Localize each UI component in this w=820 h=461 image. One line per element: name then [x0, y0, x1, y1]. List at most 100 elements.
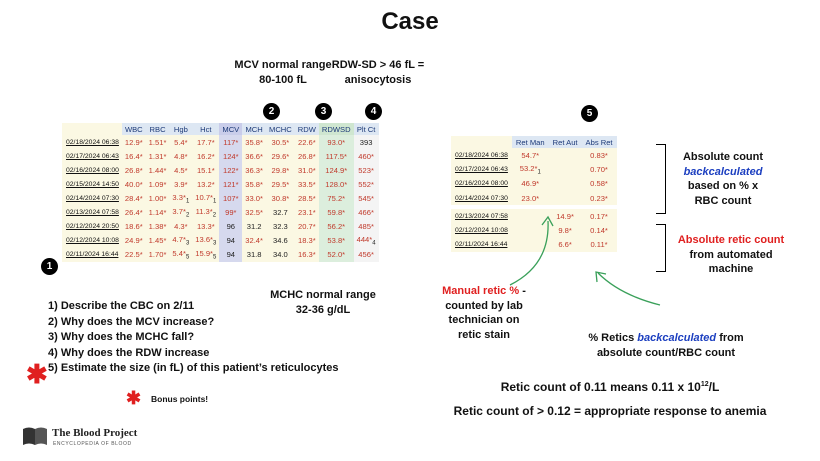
cbc-cell-rbc: 1.00* [148, 193, 167, 203]
cbc-cell-mchc: 34.0 [273, 250, 288, 260]
retic-cell-ret-man: 53.2*1 [519, 163, 541, 176]
cbc-cell-hgb: 5.4*5 [172, 249, 190, 261]
retic-cell-abs-ret: 0.58* [590, 179, 608, 189]
retic-cell-date: 02/12/2024 10:08 [455, 227, 508, 235]
cbc-cell-mcv: 121* [219, 177, 243, 192]
retic-cell-abs-ret: 0.11* [590, 240, 608, 250]
cbc-header-hgb: Hgb [169, 123, 193, 135]
cbc-cell-rdw: 26.8* [297, 151, 316, 161]
cbc-cell-rdw: 33.5* [297, 179, 316, 189]
badge-5: 5 [581, 105, 598, 122]
cbc-cell-plt-ct: 444*4 [353, 233, 379, 248]
bracket-absolute [656, 144, 666, 214]
cbc-cell-date: 02/17/2024 06:43 [66, 152, 119, 160]
cbc-cell-date: 02/15/2024 14:50 [66, 180, 119, 188]
logo [22, 426, 48, 451]
manual-retic-note: Manual retic % - counted by lab technici… [428, 284, 540, 342]
manual-note-line4: retic stain [458, 328, 510, 341]
cbc-cell-hgb: 4.5* [174, 165, 188, 175]
retic-cell-abs-ret: 0.83* [590, 150, 608, 160]
cbc-cell-mchc: 32.7 [273, 208, 288, 218]
cbc-header-rdwsd: RDWSD [318, 123, 354, 135]
cbc-cell-plt-ct: 523* [353, 163, 379, 178]
retic-line1-b: /L [708, 380, 720, 394]
cbc-cell-date: 02/14/2024 07:30 [66, 194, 119, 202]
cbc-cell-wbc: 26.8* [124, 165, 143, 175]
manual-note-dash: - [519, 285, 526, 297]
cbc-cell-hct: 13.3* [196, 222, 215, 232]
cbc-cell-hct: 15.1* [196, 165, 215, 175]
manual-note-line2: counted by lab [445, 299, 523, 312]
cbc-cell-rdwsd: 128.0* [318, 177, 354, 192]
retic-cell-date: 02/11/2024 16:44 [455, 241, 508, 249]
badge-4: 4 [365, 103, 382, 120]
cbc-cell-mcv: 94 [219, 233, 243, 248]
retic-cell-ret-aut: 9.8* [558, 226, 572, 236]
question-2: 2) Why does the MCV increase? [48, 315, 215, 328]
cbc-cell-mchc: 32.3 [273, 222, 288, 232]
cbc-cell-rbc: 1.31* [148, 151, 167, 161]
pct-note-line2: absolute count/RBC count [596, 346, 736, 359]
pct-arrow [597, 272, 661, 306]
mchc-note: MCHC normal range 32-36 g/dL [258, 288, 388, 318]
cbc-cell-hct: 16.2* [196, 151, 215, 161]
retic-cell-ret-man: 23.0* [521, 193, 540, 203]
cbc-header-hct: Hct [192, 123, 220, 135]
pct-note-line1c: from [716, 332, 744, 344]
cbc-cell-hgb: 4.3* [174, 222, 188, 232]
cbc-cell-plt-ct: 456* [353, 247, 379, 262]
retic-cell-abs-ret: 0.70* [590, 164, 608, 174]
cbc-cell-rdw: 23.1* [297, 208, 316, 218]
mcv-note-line1: MCV normal range [234, 59, 332, 71]
cbc-cell-wbc: 40.0* [124, 179, 143, 189]
cbc-cell-rdw: 22.6* [297, 137, 316, 147]
manual-note-line1: Manual retic % [442, 285, 520, 297]
pct-note-line1a: % Retics [588, 332, 638, 344]
cbc-cell-plt-ct: 485* [353, 219, 379, 234]
cbc-cell-mch: 36.6* [245, 151, 263, 161]
cbc-cell-wbc: 28.4* [124, 193, 143, 203]
retic-cell-date: 02/18/2024 06:38 [455, 151, 508, 159]
cbc-header-mcv: MCV [219, 123, 243, 135]
star-icon: ✱ [26, 359, 48, 389]
cbc-cell-hgb: 4.8* [174, 151, 188, 161]
cbc-cell-mcv: 94 [219, 247, 243, 262]
retic-header-date [451, 136, 512, 148]
cbc-cell-mch: 31.2 [246, 222, 262, 232]
cbc-cell-mchc: 30.5* [271, 137, 290, 147]
cbc-cell-hct: 10.7*1 [195, 192, 217, 205]
retic-cell-ret-aut: 14.9* [556, 211, 574, 221]
absolute-count-note: Absolute count backcalculated based on %… [668, 150, 778, 208]
bracket-automated [656, 224, 666, 272]
cbc-cell-rdwsd: 53.8* [318, 233, 354, 248]
cbc-cell-date: 02/11/2024 16:44 [66, 251, 119, 259]
retic-header-ret-aut: Ret Aut [548, 136, 582, 148]
rdw-note: RDW-SD > 46 fL = anisocytosis [328, 58, 428, 88]
page-title: Case [381, 8, 439, 35]
abs-note-line4: RBC count [694, 194, 752, 207]
bonus-label: Bonus points! [151, 394, 209, 404]
rdw-note-line2: anisocytosis [344, 74, 412, 86]
logo-tagline: ENCYCLOPEDIA OF BLOOD [53, 441, 132, 447]
cbc-cell-mchc: 34.6 [273, 236, 288, 246]
question-1: 1) Describe the CBC on 2/11 [48, 300, 195, 312]
cbc-cell-mch: 33.0* [245, 193, 263, 203]
cbc-cell-rdwsd: 117.5* [318, 149, 354, 164]
cbc-cell-mchc: 29.6* [271, 151, 290, 161]
cbc-cell-wbc: 26.4* [124, 208, 143, 218]
cbc-cell-hgb: 3.9* [174, 179, 188, 189]
retic-cell-ret-aut [549, 177, 582, 191]
cbc-cell-rdwsd: 59.8* [318, 205, 354, 220]
mcv-note: MCV normal range 80-100 fL [218, 58, 348, 88]
cbc-cell-hct: 11.3*2 [195, 206, 217, 219]
cbc-cell-rdw: 18.3* [297, 236, 316, 246]
